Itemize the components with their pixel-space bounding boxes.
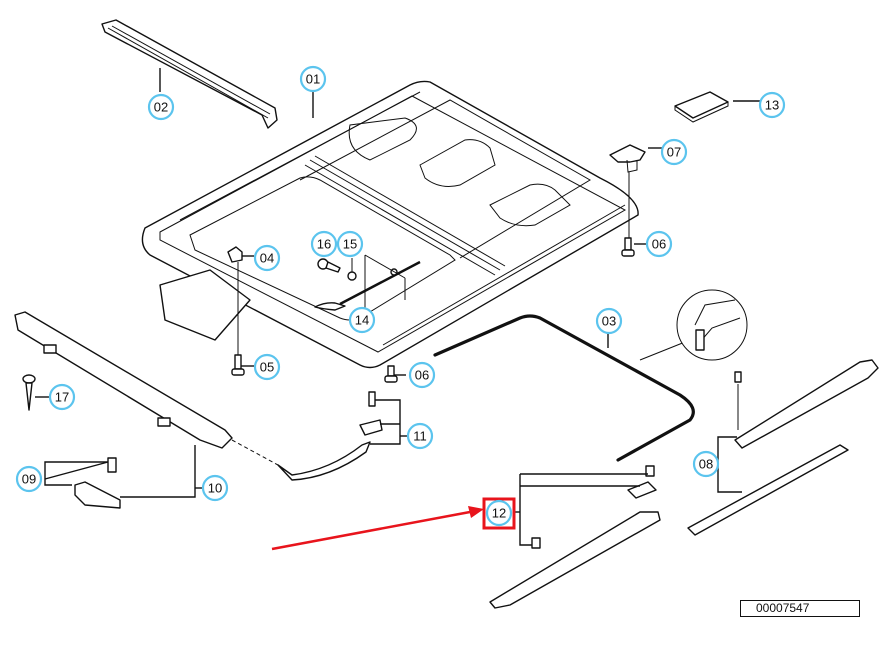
callout-02[interactable]: 02 (147, 93, 175, 121)
callout-15[interactable]: 15 (336, 230, 364, 258)
part-11-arm[interactable] (277, 391, 383, 481)
callout-04[interactable]: 04 (253, 244, 281, 272)
svg-text:10: 10 (208, 481, 222, 496)
svg-text:13: 13 (765, 98, 779, 113)
highlight-box-12 (482, 497, 516, 530)
callout-09[interactable]: 09 (15, 465, 43, 493)
part-08-rail-upper[interactable] (734, 359, 879, 449)
svg-text:04: 04 (260, 251, 274, 266)
part-10-panel[interactable] (14, 311, 233, 449)
callout-17[interactable]: 17 (48, 383, 76, 411)
callout-11[interactable]: 11 (406, 422, 434, 450)
callout-07[interactable]: 07 (660, 138, 688, 166)
svg-text:02: 02 (154, 100, 168, 115)
svg-text:05: 05 (260, 360, 274, 375)
reference-number-box (740, 600, 860, 617)
callout-10[interactable]: 10 (201, 474, 229, 502)
svg-text:07: 07 (667, 145, 681, 160)
callout-06-upper[interactable]: 06 (645, 230, 673, 258)
svg-text:16: 16 (317, 237, 331, 252)
svg-text:06: 06 (415, 368, 429, 383)
callout-03[interactable]: 03 (595, 307, 623, 335)
callout-08[interactable]: 08 (692, 450, 720, 478)
part-01-frame[interactable] (141, 80, 639, 369)
part-17-pin[interactable] (22, 374, 36, 411)
svg-text:03: 03 (602, 314, 616, 329)
svg-text:09: 09 (22, 472, 36, 487)
callout-14[interactable]: 14 (348, 306, 376, 334)
part-15-washer[interactable] (347, 271, 357, 281)
reference-number: 00007547 (754, 601, 812, 615)
svg-text:01: 01 (306, 72, 320, 87)
seal-detail-magnifier (676, 289, 748, 361)
part-08-rail-lower[interactable] (687, 444, 849, 536)
callout-13[interactable]: 13 (758, 91, 786, 119)
callout-01[interactable]: 01 (299, 65, 327, 93)
callout-05[interactable]: 05 (253, 353, 281, 381)
part-07-bracket[interactable] (609, 144, 646, 173)
callout-16[interactable]: 16 (310, 230, 338, 258)
svg-text:17: 17 (55, 390, 69, 405)
part-02-deflector[interactable] (101, 19, 278, 129)
svg-text:14: 14 (355, 313, 369, 328)
part-06-screw-upper[interactable] (621, 237, 635, 257)
part-09-clip[interactable] (74, 457, 121, 509)
part-03-seal[interactable] (433, 314, 695, 462)
svg-text:15: 15 (343, 237, 357, 252)
part-16-bolt[interactable] (317, 258, 341, 273)
part-06-screw-lower[interactable] (384, 365, 398, 383)
svg-text:11: 11 (413, 429, 427, 444)
part-05-screw[interactable] (231, 354, 245, 376)
svg-text:06: 06 (652, 237, 666, 252)
highlight-arrow (271, 506, 484, 551)
callout-06-lower[interactable]: 06 (408, 361, 436, 389)
part-13-pad[interactable] (674, 91, 729, 123)
svg-text:12: 12 (492, 506, 506, 521)
callout-12[interactable]: 12 (485, 499, 513, 527)
svg-text:08: 08 (699, 457, 713, 472)
part-12-rail[interactable] (489, 465, 661, 609)
